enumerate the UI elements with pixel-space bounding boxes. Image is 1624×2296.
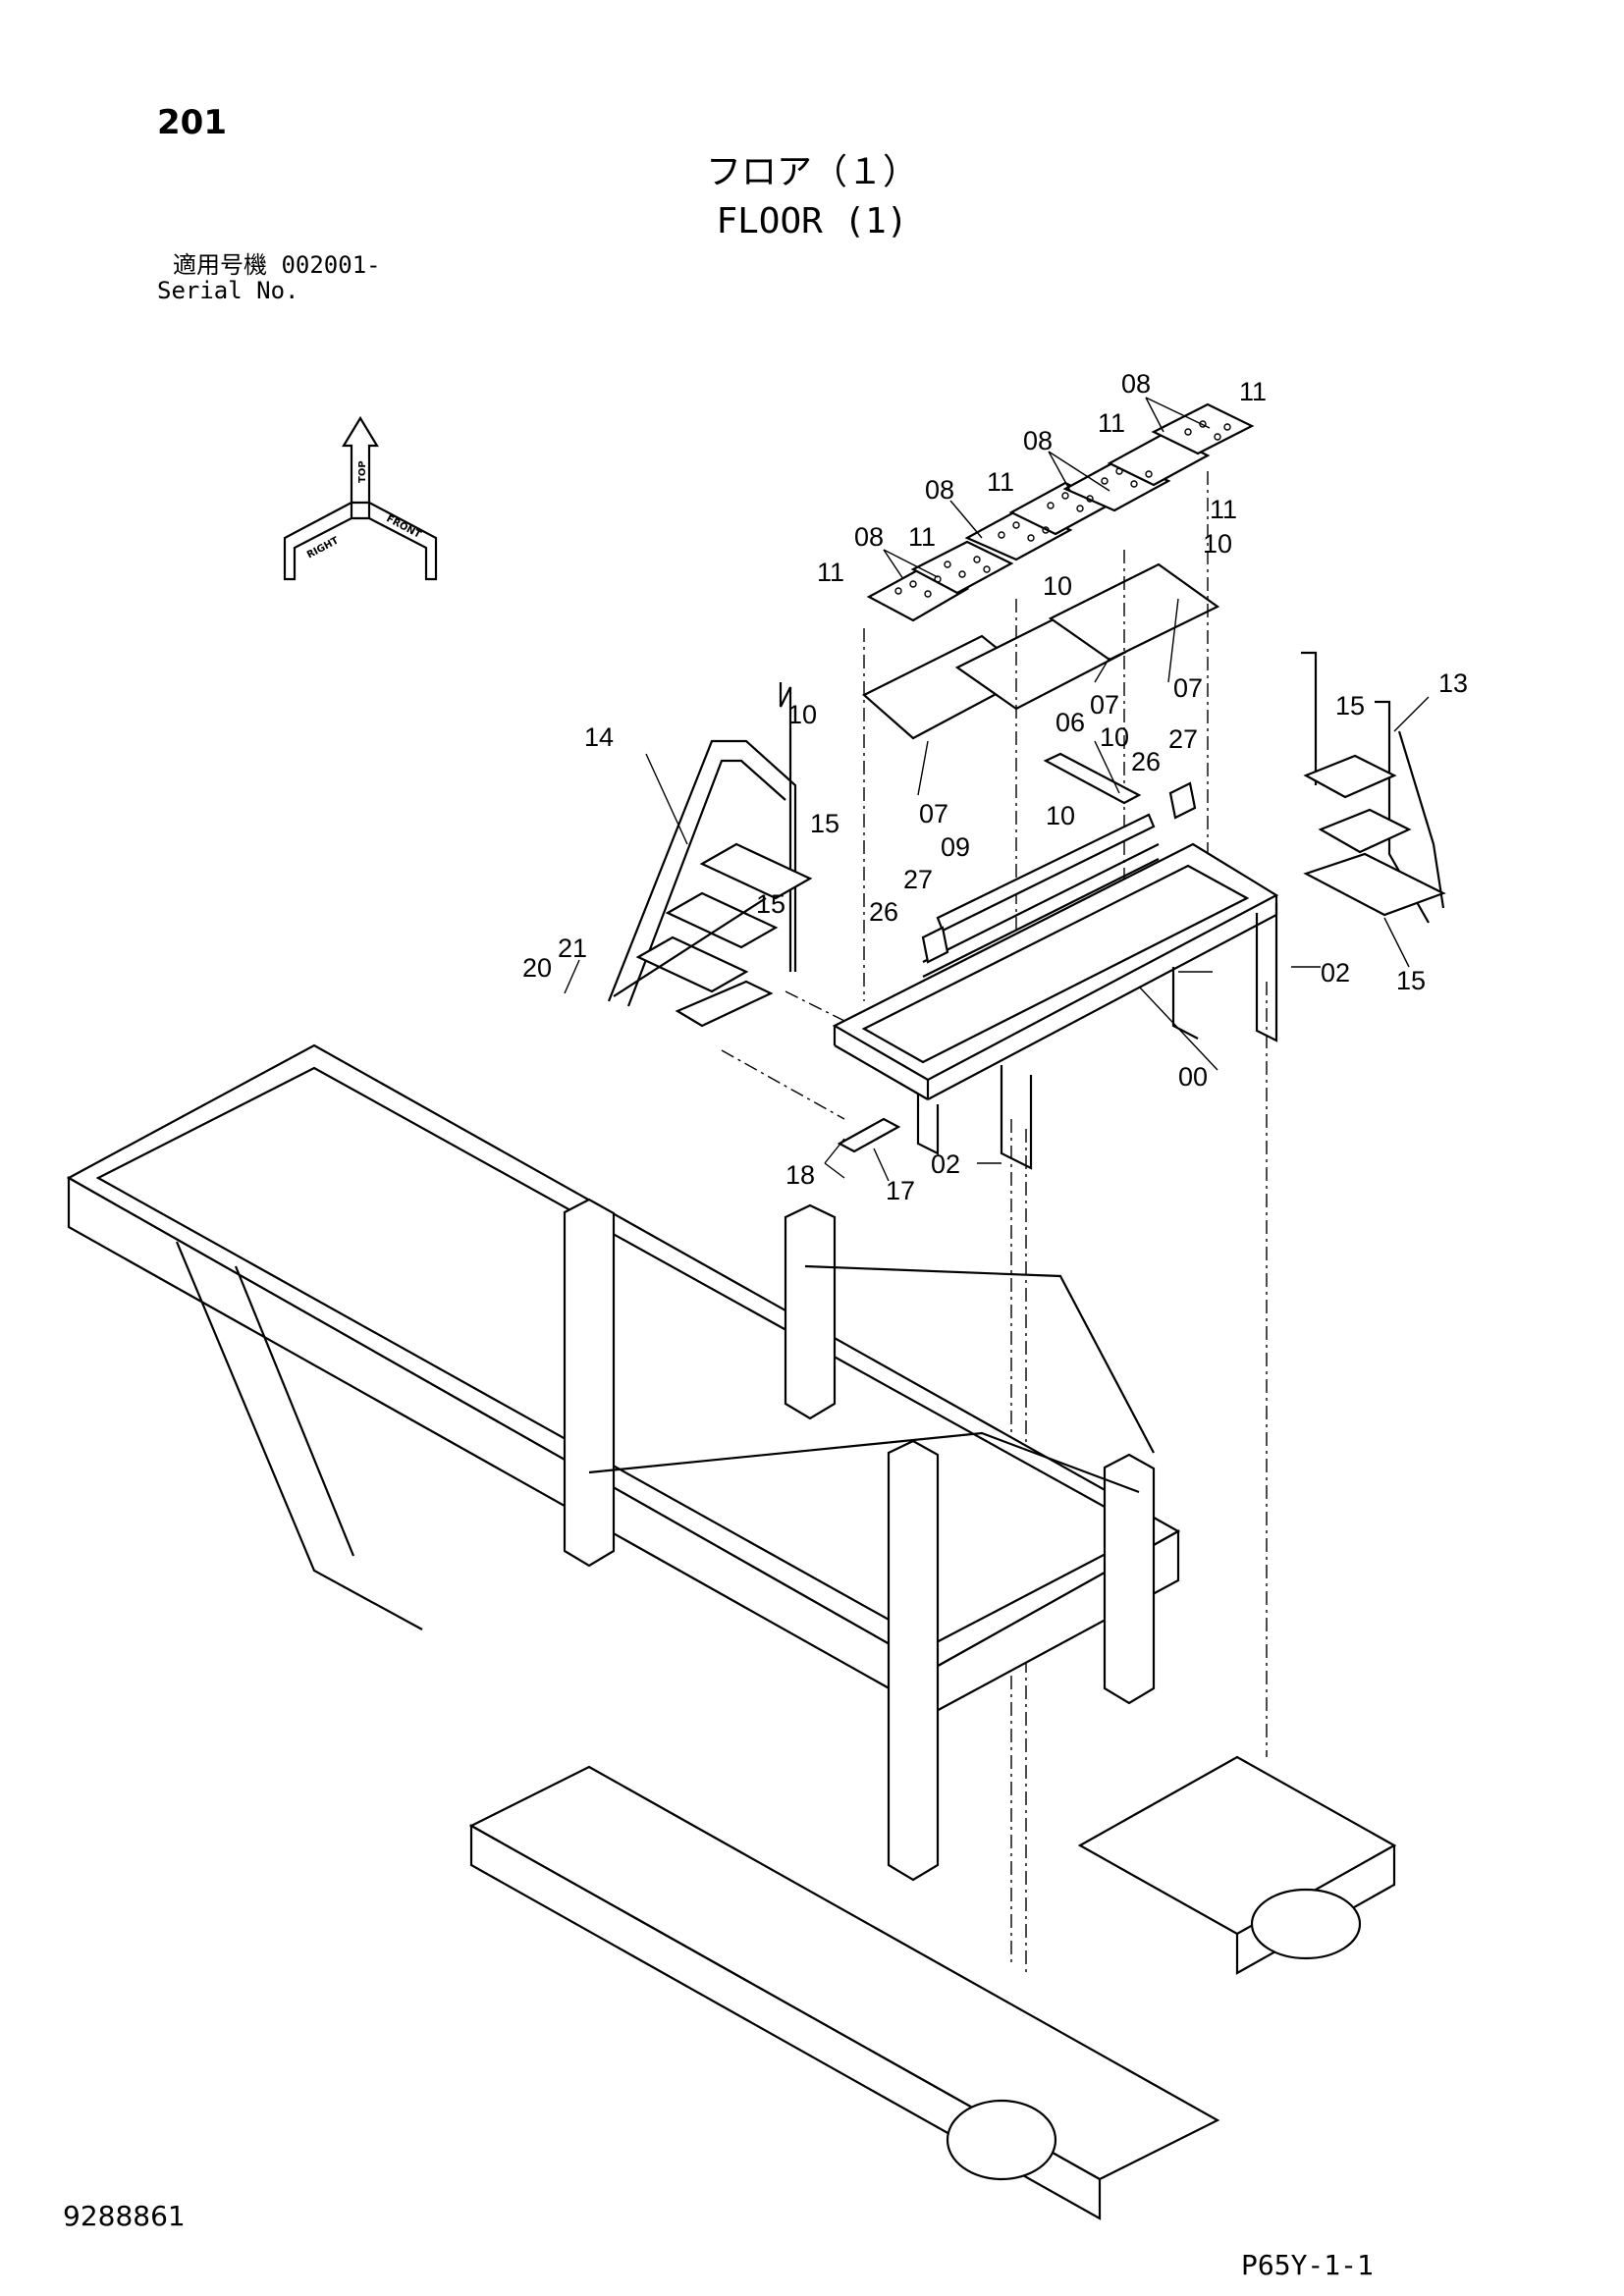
checker-plate xyxy=(910,540,1014,595)
callout-10: 10 xyxy=(787,700,817,729)
callout-07: 07 xyxy=(1173,673,1203,703)
drawing-number: 9288861 xyxy=(63,2200,186,2232)
serial-label-japanese: 適用号機 002001- xyxy=(173,251,381,279)
checker-plates xyxy=(866,402,1255,622)
part-callouts: 08 11 11 08 11 08 11 08 11 11 10 10 10 1… xyxy=(522,369,1468,1205)
callout-20: 20 xyxy=(522,953,552,983)
callout-11: 11 xyxy=(817,558,844,587)
bracket-26 xyxy=(921,926,949,964)
sheet-reference: P65Y-1-1 xyxy=(1241,2249,1374,2281)
callout-11: 11 xyxy=(1098,408,1125,438)
callout-11: 11 xyxy=(1210,495,1237,524)
page-number: 201 xyxy=(157,103,227,142)
callout-11: 11 xyxy=(908,522,936,552)
callout-26: 26 xyxy=(869,897,898,927)
floor-plate xyxy=(1048,562,1220,662)
callout-10: 10 xyxy=(1046,801,1075,830)
callout-17: 17 xyxy=(886,1176,915,1205)
callout-02: 02 xyxy=(931,1149,960,1179)
callout-26: 26 xyxy=(1131,747,1161,776)
callout-08: 08 xyxy=(925,475,954,505)
callout-15: 15 xyxy=(810,809,839,838)
callout-11: 11 xyxy=(1239,377,1267,406)
bracket-26 xyxy=(1168,781,1197,820)
bracket-09 xyxy=(936,813,1156,933)
callout-27: 27 xyxy=(903,865,933,894)
bracket-17 xyxy=(837,1117,901,1153)
stair-assembly-left xyxy=(607,682,813,1028)
callout-08: 08 xyxy=(1023,426,1053,455)
callout-02: 02 xyxy=(1321,958,1350,988)
callout-10: 10 xyxy=(1203,529,1232,559)
callout-11: 11 xyxy=(987,467,1014,497)
callout-15: 15 xyxy=(756,889,785,919)
floor-plates xyxy=(862,562,1220,740)
orientation-top-label: TOP xyxy=(357,460,368,483)
callout-10: 10 xyxy=(1100,722,1129,752)
callout-06: 06 xyxy=(1056,708,1085,737)
stair-assembly-right xyxy=(1301,651,1446,924)
serial-label-english: Serial No. xyxy=(157,277,299,304)
callout-21: 21 xyxy=(558,934,587,963)
callout-09: 09 xyxy=(941,832,970,862)
callout-14: 14 xyxy=(584,722,614,752)
orientation-indicator: TOP RIGHT FRONT xyxy=(283,415,438,581)
callout-15: 15 xyxy=(1396,966,1426,995)
machine-chassis xyxy=(66,1043,1397,2220)
callout-07: 07 xyxy=(1090,690,1119,720)
callout-27: 27 xyxy=(1168,724,1198,754)
leader-lines xyxy=(564,397,1430,1182)
callout-10: 10 xyxy=(1043,571,1072,601)
callout-08: 08 xyxy=(854,522,884,552)
callout-00: 00 xyxy=(1178,1062,1208,1092)
checker-plate xyxy=(1151,402,1255,455)
callout-18: 18 xyxy=(785,1160,815,1190)
callout-13: 13 xyxy=(1438,668,1468,698)
callout-08: 08 xyxy=(1121,369,1151,399)
bracket-06 xyxy=(1043,752,1142,805)
page-title-japanese: フロア（１） xyxy=(705,152,918,192)
callout-15: 15 xyxy=(1335,691,1365,721)
brackets xyxy=(837,752,1197,1153)
callout-07: 07 xyxy=(919,799,948,828)
floor-frame xyxy=(832,842,1279,1170)
page-title-english: FLOOR (1) xyxy=(716,201,908,241)
